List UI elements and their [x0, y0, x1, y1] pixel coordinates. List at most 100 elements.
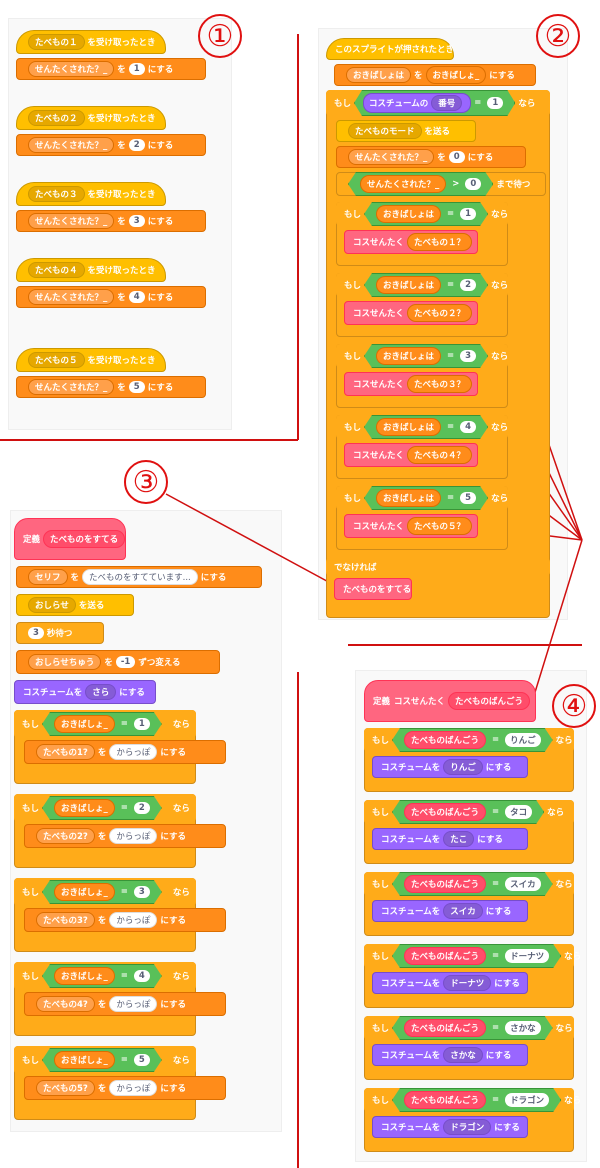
s4-if-param[interactable]: たべものばんごう — [404, 1091, 486, 1109]
s4-if-param[interactable]: たべものばんごう — [404, 803, 486, 821]
s4-cos-block[interactable]: コスチュームを さかな にする — [372, 1044, 528, 1066]
s1-hat-msg[interactable]: たべもの２ — [28, 110, 85, 126]
s1-set-block[interactable]: せんたくされた？_ を 5 にする — [16, 376, 206, 398]
s3-set-block[interactable]: たべもの2? を からっぽ にする — [24, 824, 226, 848]
s2-inner-var[interactable]: おきばしょは — [376, 489, 441, 507]
s4-cos-val[interactable]: さかな — [443, 1047, 483, 1063]
s2-inner-val[interactable]: 1 — [460, 208, 476, 220]
s4-cos-block[interactable]: コスチュームを スイカ にする — [372, 900, 528, 922]
s3-say-block[interactable]: セリフ を たべものをすてています... にする — [16, 566, 262, 588]
s2-sel-block[interactable]: せんたくされた？_ を 0 にする — [336, 146, 526, 168]
s2-inner-if-header[interactable]: もし おきばしょは = 5 なら — [336, 486, 508, 510]
s3-if-val[interactable]: 4 — [134, 970, 150, 982]
s2-call-block[interactable]: コスせんたく たべもの４？ — [344, 443, 478, 467]
s1-set-block[interactable]: せんたくされた？_ を 2 にする — [16, 134, 206, 156]
s4-cos-val[interactable]: たこ — [443, 831, 475, 847]
s1-hat-block[interactable]: たべもの２ を受け取ったとき — [16, 106, 166, 130]
s2-costume-key[interactable]: 番号 — [431, 95, 462, 111]
s1-set-val[interactable]: 3 — [128, 215, 145, 227]
s1-set-var[interactable]: せんたくされた？_ — [28, 289, 115, 305]
s1-set-block[interactable]: せんたくされた？_ を 3 にする — [16, 210, 206, 232]
s2-call-arg[interactable]: たべもの５？ — [407, 517, 473, 535]
s3-set-val[interactable]: からっぽ — [109, 996, 158, 1012]
s4-cos-block[interactable]: コスチュームを ドーナツ にする — [372, 972, 528, 994]
s4-if-val[interactable]: さかな — [505, 1021, 541, 1035]
s3-if-cond[interactable]: おきばしょ_ = 5 — [42, 1048, 162, 1072]
s1-hat-block[interactable]: たべもの３ を受け取ったとき — [16, 182, 166, 206]
s3-bc-block[interactable]: おしらせ を送る — [16, 594, 134, 616]
s2-inner-cond[interactable]: おきばしょは = 3 — [364, 344, 488, 368]
s3-set-block[interactable]: たべもの3? を からっぽ にする — [24, 908, 226, 932]
s1-set-val[interactable]: 1 — [128, 63, 145, 75]
s2-inner-var[interactable]: おきばしょは — [376, 347, 441, 365]
s4-if-header[interactable]: もし たべものばんごう = さかな なら — [364, 1016, 574, 1040]
s3-if-val[interactable]: 2 — [134, 802, 150, 814]
s3-if-var[interactable]: おきばしょ_ — [54, 715, 115, 733]
s4-if-header[interactable]: もし たべものばんごう = スイカ なら — [364, 872, 574, 896]
s2-set-val[interactable]: おきばしょ_ — [425, 66, 487, 84]
s2-else-call-block[interactable]: たべものをすてる — [334, 578, 412, 600]
s4-if-cond[interactable]: たべものばんごう = ドラゴン — [392, 1088, 561, 1112]
s3-if-cond[interactable]: おきばしょ_ = 2 — [42, 796, 162, 820]
s3-if-val[interactable]: 3 — [134, 886, 150, 898]
s3-set-var[interactable]: たべもの2? — [36, 828, 95, 844]
s3-if-cond[interactable]: おきばしょ_ = 1 — [42, 712, 162, 736]
s4-if-header[interactable]: もし たべものばんごう = タコ なら — [364, 800, 574, 824]
s2-costume-reporter[interactable]: コスチュームの番号 — [363, 93, 471, 113]
s4-if-header[interactable]: もし たべものばんごう = ドラゴン なら — [364, 1088, 581, 1112]
s2-broadcast-msg[interactable]: たべものモード — [348, 123, 422, 139]
s4-if-cond[interactable]: たべものばんごう = スイカ — [392, 872, 553, 896]
s3-set-val[interactable]: からっぽ — [109, 1080, 158, 1096]
s3-set-block[interactable]: たべもの5? を からっぽ にする — [24, 1076, 226, 1100]
s2-wait-val[interactable]: 0 — [465, 178, 481, 190]
s3-define-block[interactable]: 定義 たべものをすてる — [14, 518, 126, 560]
s3-if-header[interactable]: もし おきばしょ_ = 3 なら — [14, 878, 196, 906]
s2-call-arg[interactable]: たべもの３？ — [407, 375, 473, 393]
s3-chg-var[interactable]: おしらせちゅう — [28, 654, 102, 670]
s2-inner-var[interactable]: おきばしょは — [376, 276, 441, 294]
s4-if-val[interactable]: タコ — [505, 805, 532, 819]
s3-set-var[interactable]: たべもの1? — [36, 744, 95, 760]
s2-sel-var[interactable]: せんたくされた？_ — [348, 149, 435, 165]
s2-set-var[interactable]: おきばしょは — [346, 67, 412, 83]
s3-if-cond[interactable]: おきばしょ_ = 3 — [42, 880, 162, 904]
s3-set-var[interactable]: たべもの5? — [36, 1080, 95, 1096]
s3-cos-val[interactable]: さら — [85, 684, 117, 700]
s2-inner-val[interactable]: 5 — [460, 492, 476, 504]
s2-inner-if-header[interactable]: もし おきばしょは = 4 なら — [336, 415, 508, 439]
s3-if-var[interactable]: おきばしょ_ — [54, 799, 115, 817]
s1-hat-block[interactable]: たべもの５ を受け取ったとき — [16, 348, 166, 372]
s1-set-block[interactable]: せんたくされた？_ を 4 にする — [16, 286, 206, 308]
s2-inner-cond[interactable]: おきばしょは = 1 — [364, 202, 488, 226]
s2-inner-var[interactable]: おきばしょは — [376, 205, 441, 223]
s3-if-var[interactable]: おきばしょ_ — [54, 883, 115, 901]
s1-set-val[interactable]: 4 — [128, 291, 145, 303]
s3-say-var[interactable]: セリフ — [28, 569, 68, 585]
s3-wait-block[interactable]: 3 秒待つ — [16, 622, 104, 644]
s1-set-val[interactable]: 2 — [128, 139, 145, 151]
s4-cos-block[interactable]: コスチュームを りんご にする — [372, 756, 528, 778]
s3-if-var[interactable]: おきばしょ_ — [54, 967, 115, 985]
s2-sel-val[interactable]: 0 — [448, 151, 465, 163]
s4-if-cond[interactable]: たべものばんごう = りんご — [392, 728, 553, 752]
s3-set-val[interactable]: からっぽ — [109, 828, 158, 844]
s2-inner-if-header[interactable]: もし おきばしょは = 1 なら — [336, 202, 508, 226]
s3-if-header[interactable]: もし おきばしょ_ = 1 なら — [14, 710, 196, 738]
s1-set-var[interactable]: せんたくされた？_ — [28, 137, 115, 153]
s4-if-cond[interactable]: たべものばんごう = さかな — [392, 1016, 553, 1040]
s4-cos-val[interactable]: ドーナツ — [443, 975, 492, 991]
s2-inner-val[interactable]: 2 — [460, 279, 476, 291]
s1-set-var[interactable]: せんたくされた？_ — [28, 379, 115, 395]
s3-if-header[interactable]: もし おきばしょ_ = 4 なら — [14, 962, 196, 990]
s3-say-val[interactable]: たべものをすてています... — [82, 569, 198, 585]
s3-cos-block[interactable]: コスチュームを さら にする — [14, 680, 156, 704]
s2-wait-block[interactable]: せんたくされた？_ > 0 まで待つ — [336, 172, 546, 196]
s3-if-val[interactable]: 1 — [134, 718, 150, 730]
s4-if-cond[interactable]: たべものばんごう = タコ — [392, 800, 544, 824]
s3-set-val[interactable]: からっぽ — [109, 912, 158, 928]
s3-if-val[interactable]: 5 — [134, 1054, 150, 1066]
s4-if-val[interactable]: ドーナツ — [505, 949, 549, 963]
s4-if-header[interactable]: もし たべものばんごう = ドーナツ なら — [364, 944, 581, 968]
s4-if-val[interactable]: スイカ — [505, 877, 541, 891]
s4-define-param[interactable]: たべものばんごう — [448, 692, 531, 710]
